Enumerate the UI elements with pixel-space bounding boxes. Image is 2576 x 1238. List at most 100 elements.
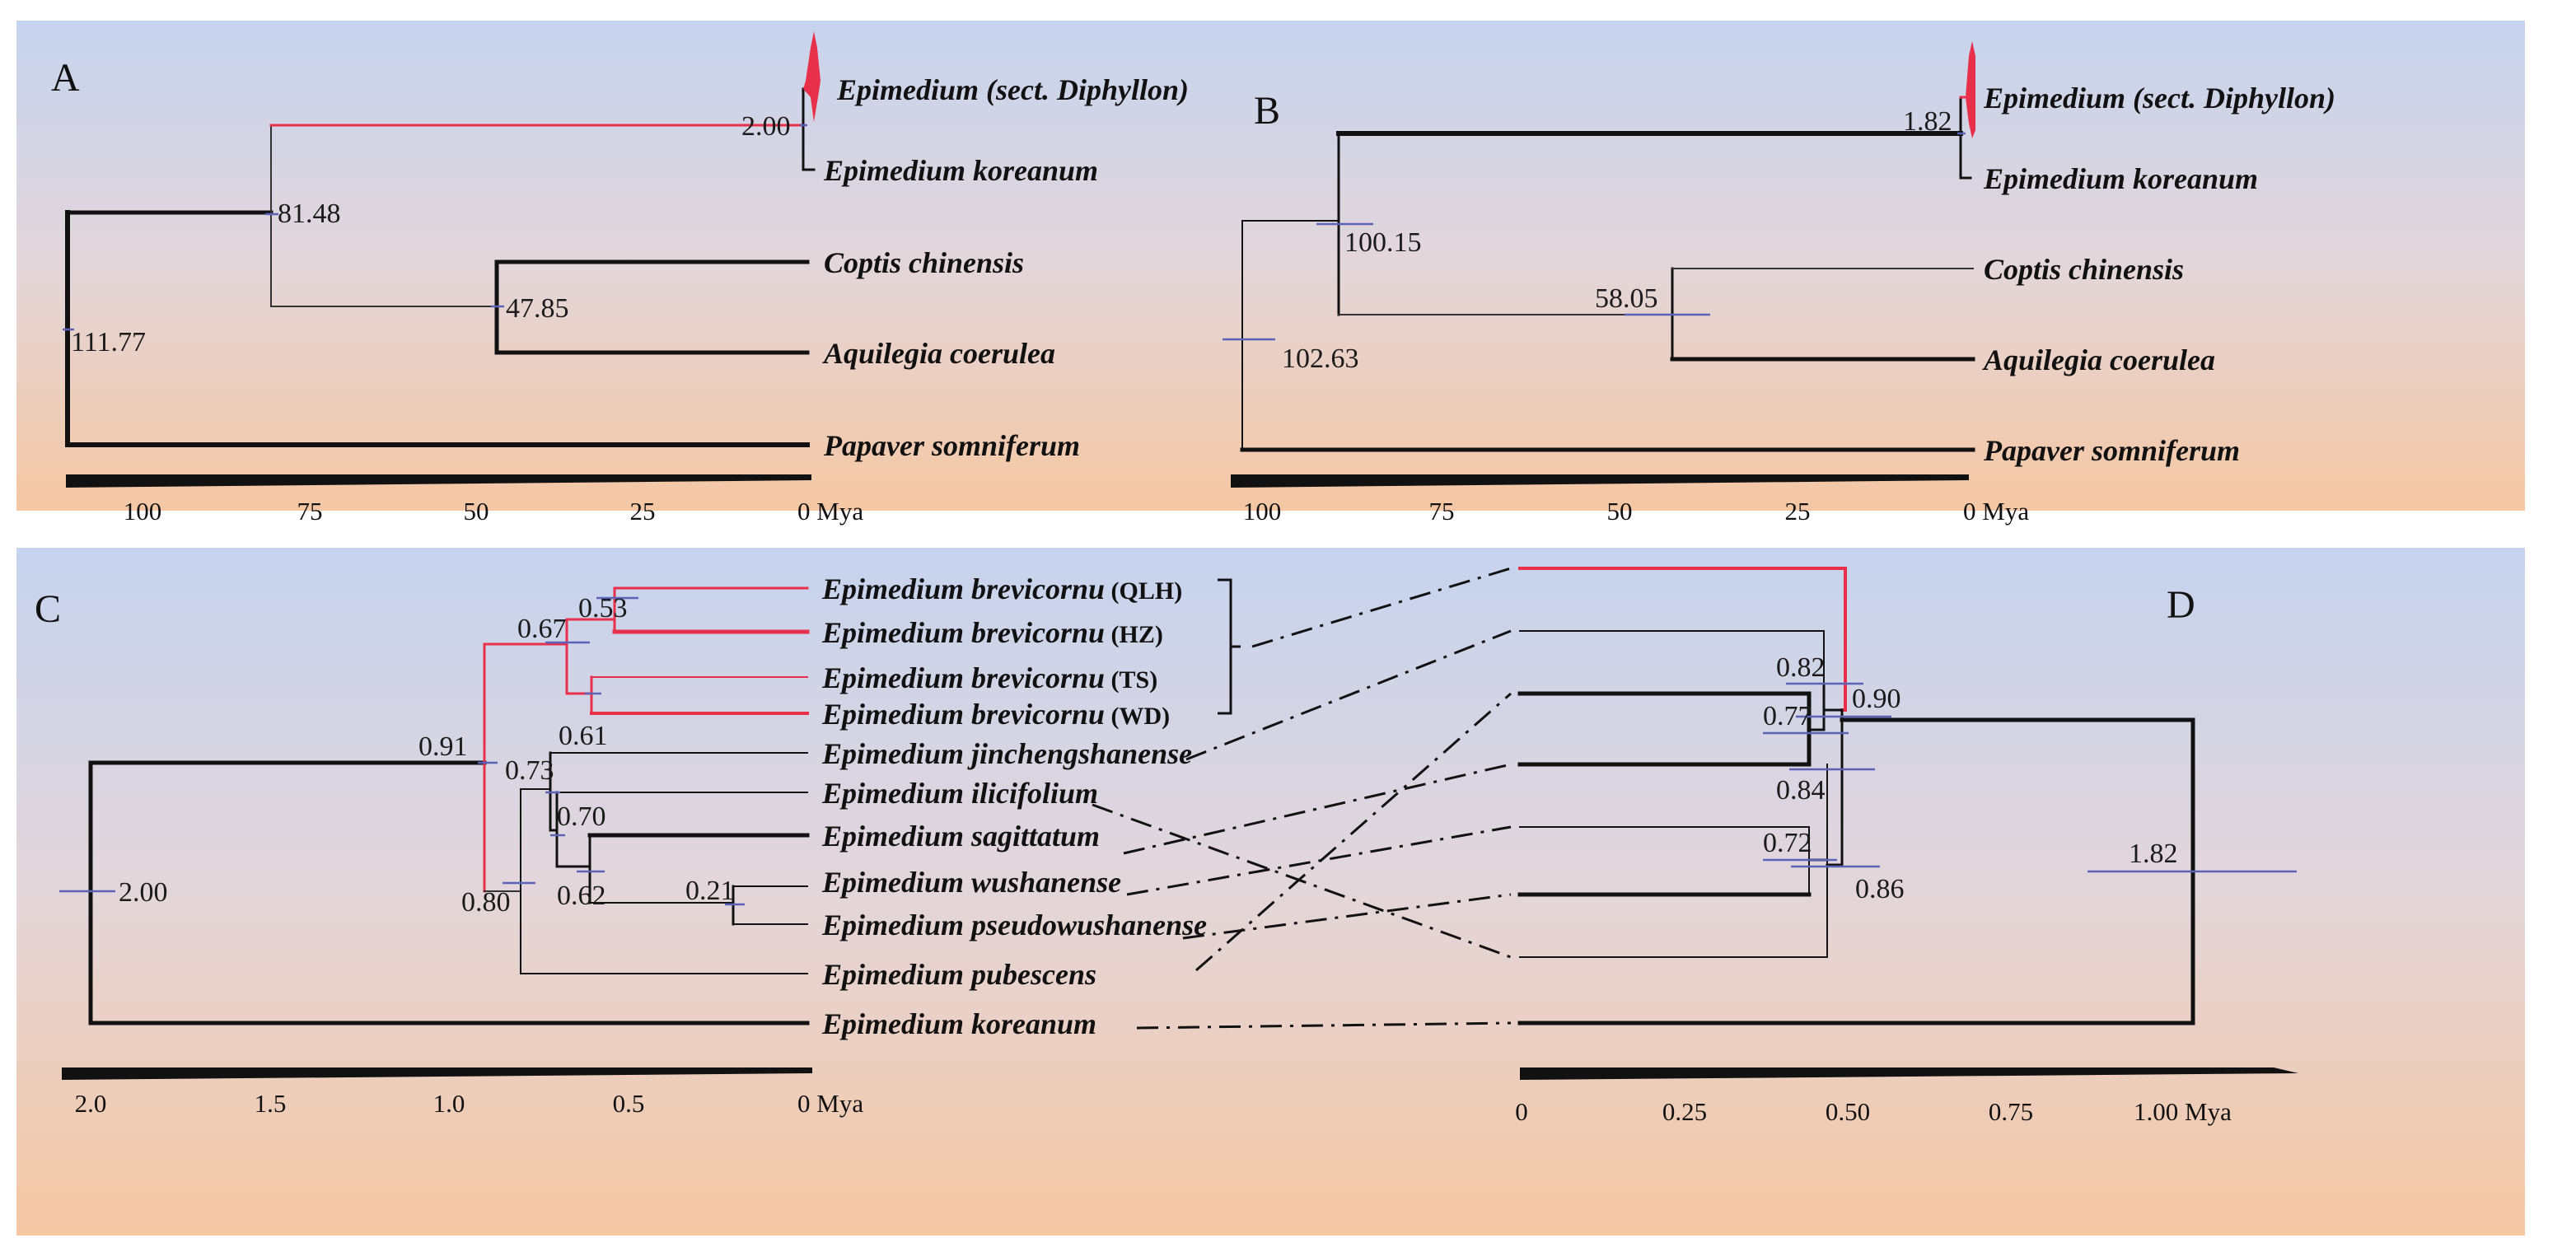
panel-cd-background: [16, 548, 2525, 1236]
taxon-label: Epimedium brevicornu (WD): [821, 698, 1170, 731]
axis-tick: 0.75: [1989, 1097, 2033, 1126]
node-age: 0.21: [685, 876, 735, 906]
axis-tick: 1.00 Mya: [2134, 1097, 2232, 1126]
taxon-correspondence-lines: [1092, 567, 1512, 1030]
node-age: 0.73: [505, 755, 554, 786]
taxon-label: Epimedium koreanum: [821, 1007, 1096, 1040]
taxon-label: Epimedium wushanense: [821, 866, 1121, 899]
panel-c-letter: C: [35, 587, 61, 631]
axis-tick: 100: [1243, 497, 1282, 526]
axis-tick: 0: [1515, 1097, 1528, 1126]
node-age: 100.15: [1344, 227, 1422, 258]
taxon-label: Papaver somniferum: [1983, 434, 2240, 467]
brevicornu-bracket: [1218, 578, 1241, 715]
correspondence-line: [1136, 1021, 1512, 1030]
panel-b-tree: [1240, 96, 1975, 452]
axis-tick: 25: [1785, 497, 1811, 526]
node-age: 0.90: [1852, 684, 1901, 714]
axis-tick: 0 Mya: [797, 1089, 863, 1118]
panel-c-confidence-bars: [59, 596, 745, 906]
axis-bar: [62, 1067, 812, 1080]
node-age: 111.77: [71, 327, 146, 357]
taxon-label: Epimedium sagittatum: [821, 820, 1100, 853]
taxon-label: Epimedium brevicornu (TS): [821, 661, 1157, 694]
axis-tick: 1.5: [255, 1089, 287, 1118]
panel-a-node-labels: 2.00 81.48 47.85 111.77: [71, 111, 791, 357]
taxon-label: Coptis chinensis: [824, 246, 1024, 279]
taxon-label: Epimedium pseudowushanense: [821, 909, 1207, 941]
panel-d-confidence-bars: [1763, 682, 2297, 873]
axis-tick: 100: [124, 497, 162, 526]
collapsed-clade-triangle: [803, 79, 817, 102]
node-age: 1.82: [2129, 839, 2178, 869]
panel-b-letter: B: [1254, 89, 1280, 133]
panel-d: D 0.82 0.90: [1515, 567, 2298, 1126]
panel-d-letter: D: [2167, 583, 2195, 627]
taxon-label: Aquilegia coerulea: [1982, 343, 2215, 376]
taxon-label: Coptis chinensis: [1984, 253, 2184, 286]
taxon-label: Epimedium brevicornu (HZ): [821, 616, 1163, 649]
panel-a-taxa: Epimedium (sect. Diphyllon) Epimedium ko…: [822, 73, 1189, 462]
branch: [1519, 630, 1825, 686]
node-age: 1.82: [1903, 106, 1952, 137]
node-age: 0.70: [557, 801, 606, 832]
node-age: 0.62: [557, 881, 606, 911]
axis-tick: 0.50: [1826, 1097, 1870, 1126]
taxon-label: Epimedium pubescens: [821, 958, 1096, 991]
correspondence-line: [1123, 763, 1512, 855]
axis-tick: 50: [464, 497, 489, 526]
axis-tick: 75: [1429, 497, 1455, 526]
node-age: 2.00: [741, 111, 791, 142]
panel-b: B 1.82 100.15 58.05 102.63: [1204, 21, 2525, 526]
correspondence-line: [1251, 567, 1512, 648]
node-age: 0.77: [1763, 701, 1812, 731]
panel-a-letter: A: [51, 56, 80, 100]
correspondence-line: [1092, 803, 1512, 959]
axis-bar: [1231, 474, 1969, 488]
taxon-label: Epimedium brevicornu (QLH): [821, 572, 1182, 605]
node-age: 47.85: [506, 293, 569, 324]
panel-b-background: [1204, 21, 2525, 511]
panel-b-taxa: Epimedium (sect. Diphyllon) Epimedium ko…: [1982, 82, 2335, 467]
axis-tick: 0.25: [1662, 1097, 1707, 1126]
node-age: 0.82: [1776, 652, 1826, 683]
panel-b-node-labels: 1.82 100.15 58.05 102.63: [1282, 106, 1952, 374]
panel-a: A 2.00 81.48 47.85 111.77: [16, 21, 1285, 526]
node-age: 58.05: [1595, 283, 1658, 314]
node-age: 0.61: [559, 721, 608, 751]
taxon-label: Epimedium jinchengshanense: [821, 737, 1192, 770]
node-age: 0.67: [517, 614, 567, 644]
node-age: 0.86: [1855, 874, 1905, 904]
taxon-label: Aquilegia coerulea: [822, 337, 1055, 370]
panel-c-time-axis: 2.0 1.5 1.0 0.5 0 Mya: [62, 1067, 863, 1118]
panel-b-confidence-bars: [1223, 132, 1966, 341]
axis-tick: 1.0: [433, 1089, 465, 1118]
axis-bar: [66, 474, 811, 488]
panel-d-time-axis: 0 0.25 0.50 0.75 1.00 Mya: [1515, 1067, 2298, 1126]
axis-bar: [1520, 1067, 2298, 1080]
correspondence-line: [1126, 825, 1512, 896]
correspondence-line: [1182, 893, 1512, 940]
axis-tick: 75: [297, 497, 323, 526]
axis-tick: 0 Mya: [797, 497, 863, 526]
correspondence-line: [1185, 629, 1512, 761]
panel-c: C: [35, 572, 1241, 1118]
axis-tick: 50: [1607, 497, 1633, 526]
axis-tick: 0.5: [613, 1089, 645, 1118]
panel-c-taxa: Epimedium brevicornu (QLH) Epimedium bre…: [821, 572, 1207, 1040]
taxon-label: Epimedium (sect. Diphyllon): [836, 73, 1189, 106]
axis-tick: 25: [630, 497, 656, 526]
axis-tick: 2.0: [75, 1089, 107, 1118]
node-age: 0.84: [1776, 775, 1826, 806]
axis-tick: 0 Mya: [1963, 497, 2029, 526]
node-age: 0.80: [461, 887, 511, 918]
correspondence-line: [1195, 692, 1512, 972]
panel-a-background: [16, 21, 1285, 511]
branch: [1519, 764, 1828, 958]
node-age: 2.00: [119, 877, 168, 908]
collapsed-clade-triangle: [1966, 41, 1975, 138]
taxon-label: Epimedium koreanum: [1983, 162, 2258, 195]
panel-d-node-labels: 0.82 0.90 0.77 0.84 0.72 0.86 1.82: [1763, 652, 2178, 904]
